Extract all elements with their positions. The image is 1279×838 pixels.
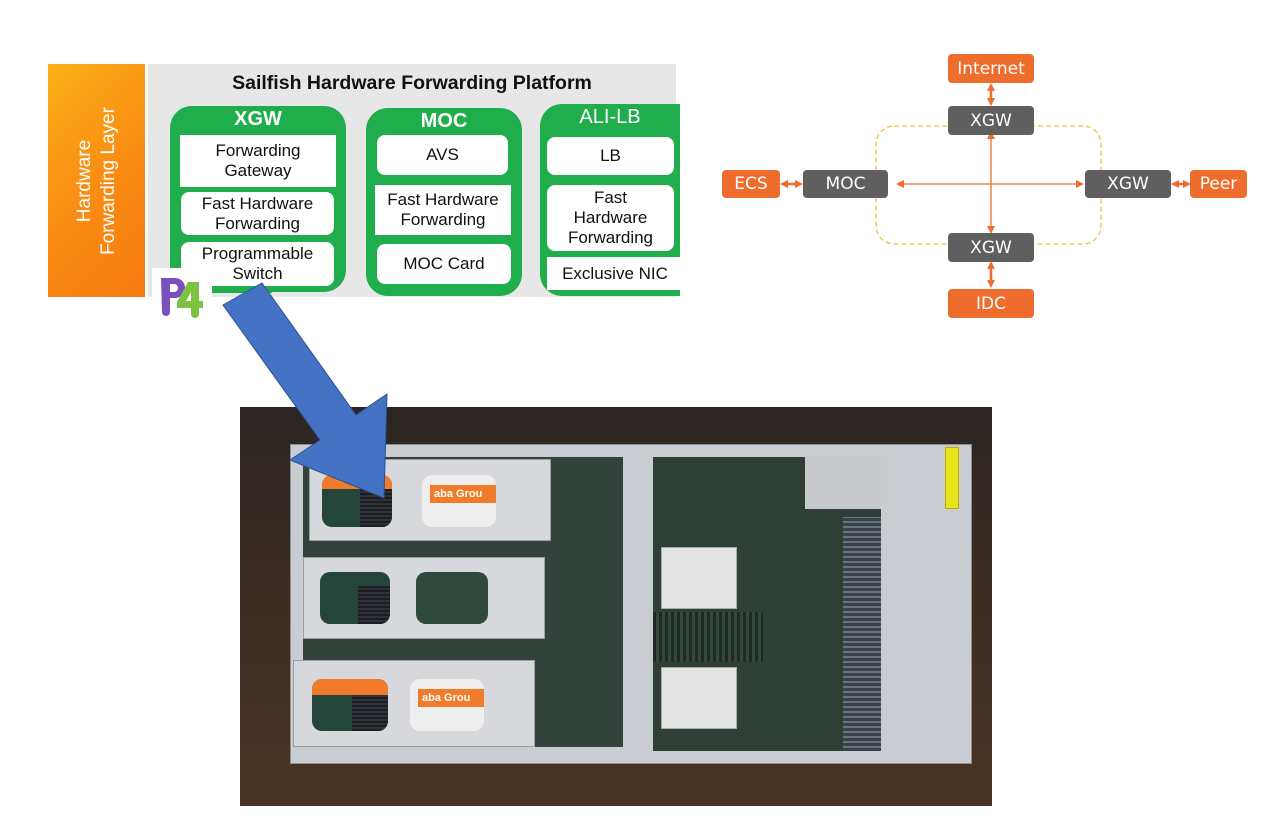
hardware-forwarding-layer-label: Hardware Forwarding Layer: [48, 64, 145, 297]
hardware-photo: aba Grou aba Grou: [240, 407, 992, 806]
warning-label: [945, 447, 959, 509]
tray-window: [322, 475, 392, 527]
cell-fast-hw-forwarding: Fast Hardware Forwarding: [181, 192, 334, 235]
card-label: aba Grou: [430, 485, 496, 503]
node-xgw-right: XGW: [1085, 170, 1171, 198]
tray-window: aba Grou: [410, 679, 484, 731]
cell-lb: LB: [547, 137, 674, 175]
node-ecs: ECS: [722, 170, 780, 198]
tray-window: [320, 572, 390, 624]
cell-exclusive-nic: Exclusive NIC: [547, 257, 683, 290]
card-tray-2: [303, 557, 545, 639]
group-title: MOC: [420, 110, 468, 132]
node-xgw-top: XGW: [948, 106, 1034, 135]
card-label: [312, 679, 388, 695]
node-xgw-bottom: XGW: [948, 233, 1034, 262]
psu-bay: [805, 457, 881, 509]
node-idc: IDC: [948, 289, 1034, 318]
cell-fast-hw-forwarding: Fast Hardware Forwarding: [375, 185, 511, 235]
card-label: [322, 475, 392, 489]
tray-window: [312, 679, 388, 731]
fan-array: [843, 517, 881, 751]
card-tray-1: aba Grou: [309, 459, 551, 541]
tray-window: aba Grou: [422, 475, 496, 527]
heatsink: [352, 695, 388, 731]
chassis: aba Grou aba Grou: [290, 444, 972, 764]
group-title: XGW: [234, 108, 282, 130]
node-peer: Peer: [1190, 170, 1247, 198]
group-moc: MOC AVS Fast Hardware Forwarding MOC Car…: [366, 108, 522, 296]
card-tray-3: aba Grou: [293, 660, 535, 747]
tray-window: [416, 572, 488, 624]
boundary-region: [875, 125, 1102, 245]
card-label: aba Grou: [418, 689, 484, 707]
heatsink: [360, 489, 392, 527]
cell-programmable-switch: Programmable Switch: [181, 242, 334, 286]
cell-fast-hw-forwarding: Fast Hardware Forwarding: [547, 185, 674, 251]
group-xgw: XGW Forwarding Gateway Fast Hardware For…: [170, 106, 346, 292]
group-ali-lb: ALI-LB LB Fast Hardware Forwarding Exclu…: [540, 104, 683, 296]
node-moc: MOC: [803, 170, 888, 198]
platform-title: Sailfish Hardware Forwarding Platform: [232, 72, 592, 94]
cpu-heatsink-1: [661, 547, 737, 609]
node-internet: Internet: [948, 54, 1034, 83]
cell-moc-card: MOC Card: [377, 244, 511, 284]
memory-slots: [653, 612, 763, 662]
heatsink: [358, 586, 390, 624]
motherboard-bay: [653, 457, 881, 751]
group-title: ALI-LB: [579, 106, 641, 128]
p4-logo: [152, 268, 212, 320]
p4-logo-icon: [161, 278, 203, 318]
cell-forwarding-gateway: Forwarding Gateway: [180, 135, 336, 187]
cpu-heatsink-2: [661, 667, 737, 729]
cell-avs: AVS: [377, 135, 508, 175]
